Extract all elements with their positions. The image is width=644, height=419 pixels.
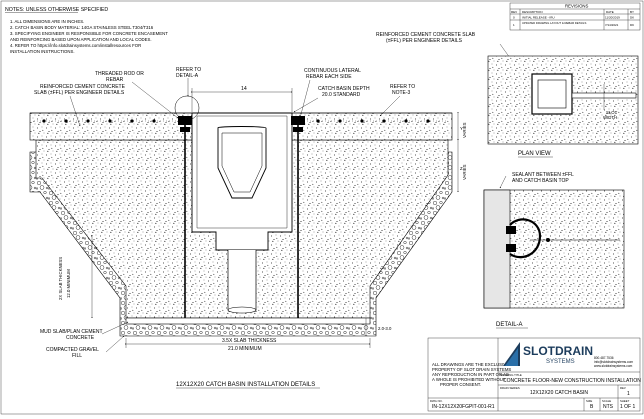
callout-reinforced-left-2: SLAB (±FFL) PER ENGINEER DETAILS xyxy=(34,90,125,96)
desc-header: DESCRIPTION xyxy=(522,10,543,14)
callout-slab-35x-2: 21.0 MINIMUM xyxy=(228,346,262,352)
detail-a: SEALANT BETWEEN ±FFL AND CATCH BASIN TOP… xyxy=(483,172,625,329)
callout-slab-thickness: 2X SLAB THICKNESS xyxy=(58,257,63,300)
drawing-title: CONCRETE FLOOR-NEW CONSTRUCTION INSTALLA… xyxy=(503,378,641,384)
disclaimer-2: ANY REPRODUCTION IN PART OR AS xyxy=(432,372,509,377)
callout-mud-slab: MUD SLAB/PLAN CEMENT xyxy=(40,329,103,335)
contact-email: info@slotdrainsystems.com xyxy=(594,360,633,364)
clamp-left xyxy=(178,116,192,132)
note-4: 4. REFER TO https://info.slotdrainsystem… xyxy=(10,43,141,48)
rev-label: REV xyxy=(620,386,626,390)
callout-threaded-rod-2: REBAR xyxy=(106,77,124,83)
date-header: DATE xyxy=(606,10,614,14)
plan-basin-inner xyxy=(537,79,567,109)
slotdrain-logo: SLOTDRAIN SYSTEMS xyxy=(503,342,593,366)
scale-label: SCALE xyxy=(602,399,611,403)
rev-row-0: 0 xyxy=(513,16,515,20)
notes-block: NOTES: UNLESS OTHERWISE SPECIFIED 1. ALL… xyxy=(5,7,168,54)
brand-sub: SYSTEMS xyxy=(546,359,575,365)
disclaimer-0: ALL DRAWINGS ARE THE EXCLUSIVE xyxy=(432,362,509,367)
sheet-label: SHEET xyxy=(620,399,630,403)
callout-slab-thickness-2: 12.0 MINIMUM xyxy=(66,269,71,298)
dim-y-varies: VARIES xyxy=(462,122,467,138)
callout-sealant-2: AND CATCH BASIN TOP xyxy=(512,178,569,184)
callout-sealant: SEALANT BETWEEN ±FFL xyxy=(512,172,574,178)
callout-reinforced-left: REINFORCED CEMENT CONCRETE xyxy=(40,84,126,90)
clamp-right xyxy=(291,116,305,132)
note-3-cont: AND REINFORCING BASED UPON APPLICATION A… xyxy=(10,37,152,42)
dim-y: Y xyxy=(460,126,463,131)
dim-width: 14 xyxy=(241,86,247,92)
callout-slot: SLOT xyxy=(606,110,618,115)
dwg-value: IN-12X12X20FGPIT-001-R1 xyxy=(432,404,495,410)
sheet-value: 1 OF 1 xyxy=(620,404,636,410)
mud-slab xyxy=(125,317,371,325)
rev-row-1-by: DK xyxy=(630,23,634,27)
size-value: B xyxy=(590,404,594,410)
brand-name: SLOTDRAIN xyxy=(523,344,593,358)
callout-mud-slab-2: CONCRETE xyxy=(66,335,95,341)
callout-gravel: COMPACTED GRAVEL xyxy=(46,347,99,353)
size-label: SIZE xyxy=(586,399,592,403)
series-label: DRAIN SERIES xyxy=(500,386,520,390)
callout-refer-note: REFER TO xyxy=(390,84,415,90)
catch-basin-body xyxy=(191,112,293,314)
notes-heading: NOTES: UNLESS OTHERWISE SPECIFIED xyxy=(5,7,108,13)
by-header: BY xyxy=(630,10,634,14)
callout-basin-depth-2: 20.0 STANDARD xyxy=(322,92,361,98)
rev-row-0-by: DK xyxy=(630,16,634,20)
rev-row-1-desc: UPDATED DRAWING LAYOUT & REBAR DETAILS xyxy=(522,21,586,25)
note-4-cont: INSTALLATION INSTRUCTIONS. xyxy=(10,49,75,54)
disclaimer-1: PROPERTY OF SLOT DRAIN SYSTEMS xyxy=(432,367,511,372)
dim-2-3: 2.0-3.0 xyxy=(378,326,392,331)
scale-value: NTS xyxy=(603,404,614,410)
detail-a-circle xyxy=(174,95,200,121)
dim-z-varies: VARIES xyxy=(462,164,467,180)
section-view: 14 THREADED ROD OR REBAR REFER TO DETAIL… xyxy=(29,67,467,389)
note-3: 3. SPECIFYING ENGINEER IS RESPONSIBLE FO… xyxy=(10,31,168,36)
series-value: 12X12X20 CATCH BASIN xyxy=(530,390,588,396)
callout-continuous-rebar-2: REBAR EACH SIDE xyxy=(306,74,352,80)
rev-row-0-date: 11/20/2019 xyxy=(605,16,620,20)
disclaimer-3: A WHOLE IS PROHIBITED WITHOUT xyxy=(432,377,506,382)
rev-row-1: 1 xyxy=(513,23,515,27)
note-1: 1. ALL DIMENSIONS ARE IN INCHES. xyxy=(10,19,84,24)
revisions-title: REVISIONS xyxy=(565,4,589,9)
dwg-label: DWG NO. xyxy=(430,399,443,403)
contact-web: www.slotdrainsystems.com xyxy=(594,364,633,368)
drawing-caption: 12X12X20 CATCH BASIN INSTALLATION DETAIL… xyxy=(176,382,315,388)
plan-view-title: PLAN VIEW xyxy=(518,151,551,157)
rev-row-0-desc: INITIAL RELEASE - IRU xyxy=(522,16,555,20)
title-block: ALL DRAWINGS ARE THE EXCLUSIVE PROPERTY … xyxy=(427,337,641,412)
contact-phone: 800.487.7536 xyxy=(594,356,614,360)
callout-reinforced-right-2: (±FFL) PER ENGINEER DETAILS xyxy=(386,38,463,44)
detail-a-title: DETAIL-A xyxy=(496,322,523,328)
dim-z: Z xyxy=(460,166,463,171)
note-2: 2. CATCH BASIN BODY MATERIAL: 14GA STAIN… xyxy=(10,25,154,30)
callout-reinforced-right: REINFORCED CEMENT CONCRETE SLAB xyxy=(376,32,476,38)
revisions-table: REVISIONS REV DESCRIPTION DATE BY 0 INIT… xyxy=(509,2,641,31)
callout-refer-detail: REFER TO xyxy=(176,67,201,73)
drawing-title-label: DRAWING TITLE xyxy=(500,373,522,377)
callout-refer-note-2: NOTE-3 xyxy=(392,90,411,96)
rev-value: 1 xyxy=(627,391,630,397)
callout-refer-detail-2: DETAIL-A xyxy=(176,73,199,79)
disclaimer-4: PROPER CONSENT. xyxy=(440,382,481,387)
callout-slab-35x: 3.5X SLAB THICKNESS xyxy=(222,338,277,344)
callout-basin-depth: CATCH BASIN DEPTH xyxy=(318,86,370,92)
callout-gravel-2: FILL xyxy=(72,353,82,359)
rev-row-1-date: 7/14/2021 xyxy=(605,23,619,27)
callout-threaded-rod: THREADED ROD OR xyxy=(95,71,144,77)
callout-width: WIDTH xyxy=(603,115,617,120)
rev-header: REV xyxy=(511,10,517,14)
plan-view: REINFORCED CEMENT CONCRETE SLAB (±FFL) P… xyxy=(376,32,639,158)
callout-continuous-rebar: CONTINUOUS LATERAL xyxy=(304,68,361,74)
